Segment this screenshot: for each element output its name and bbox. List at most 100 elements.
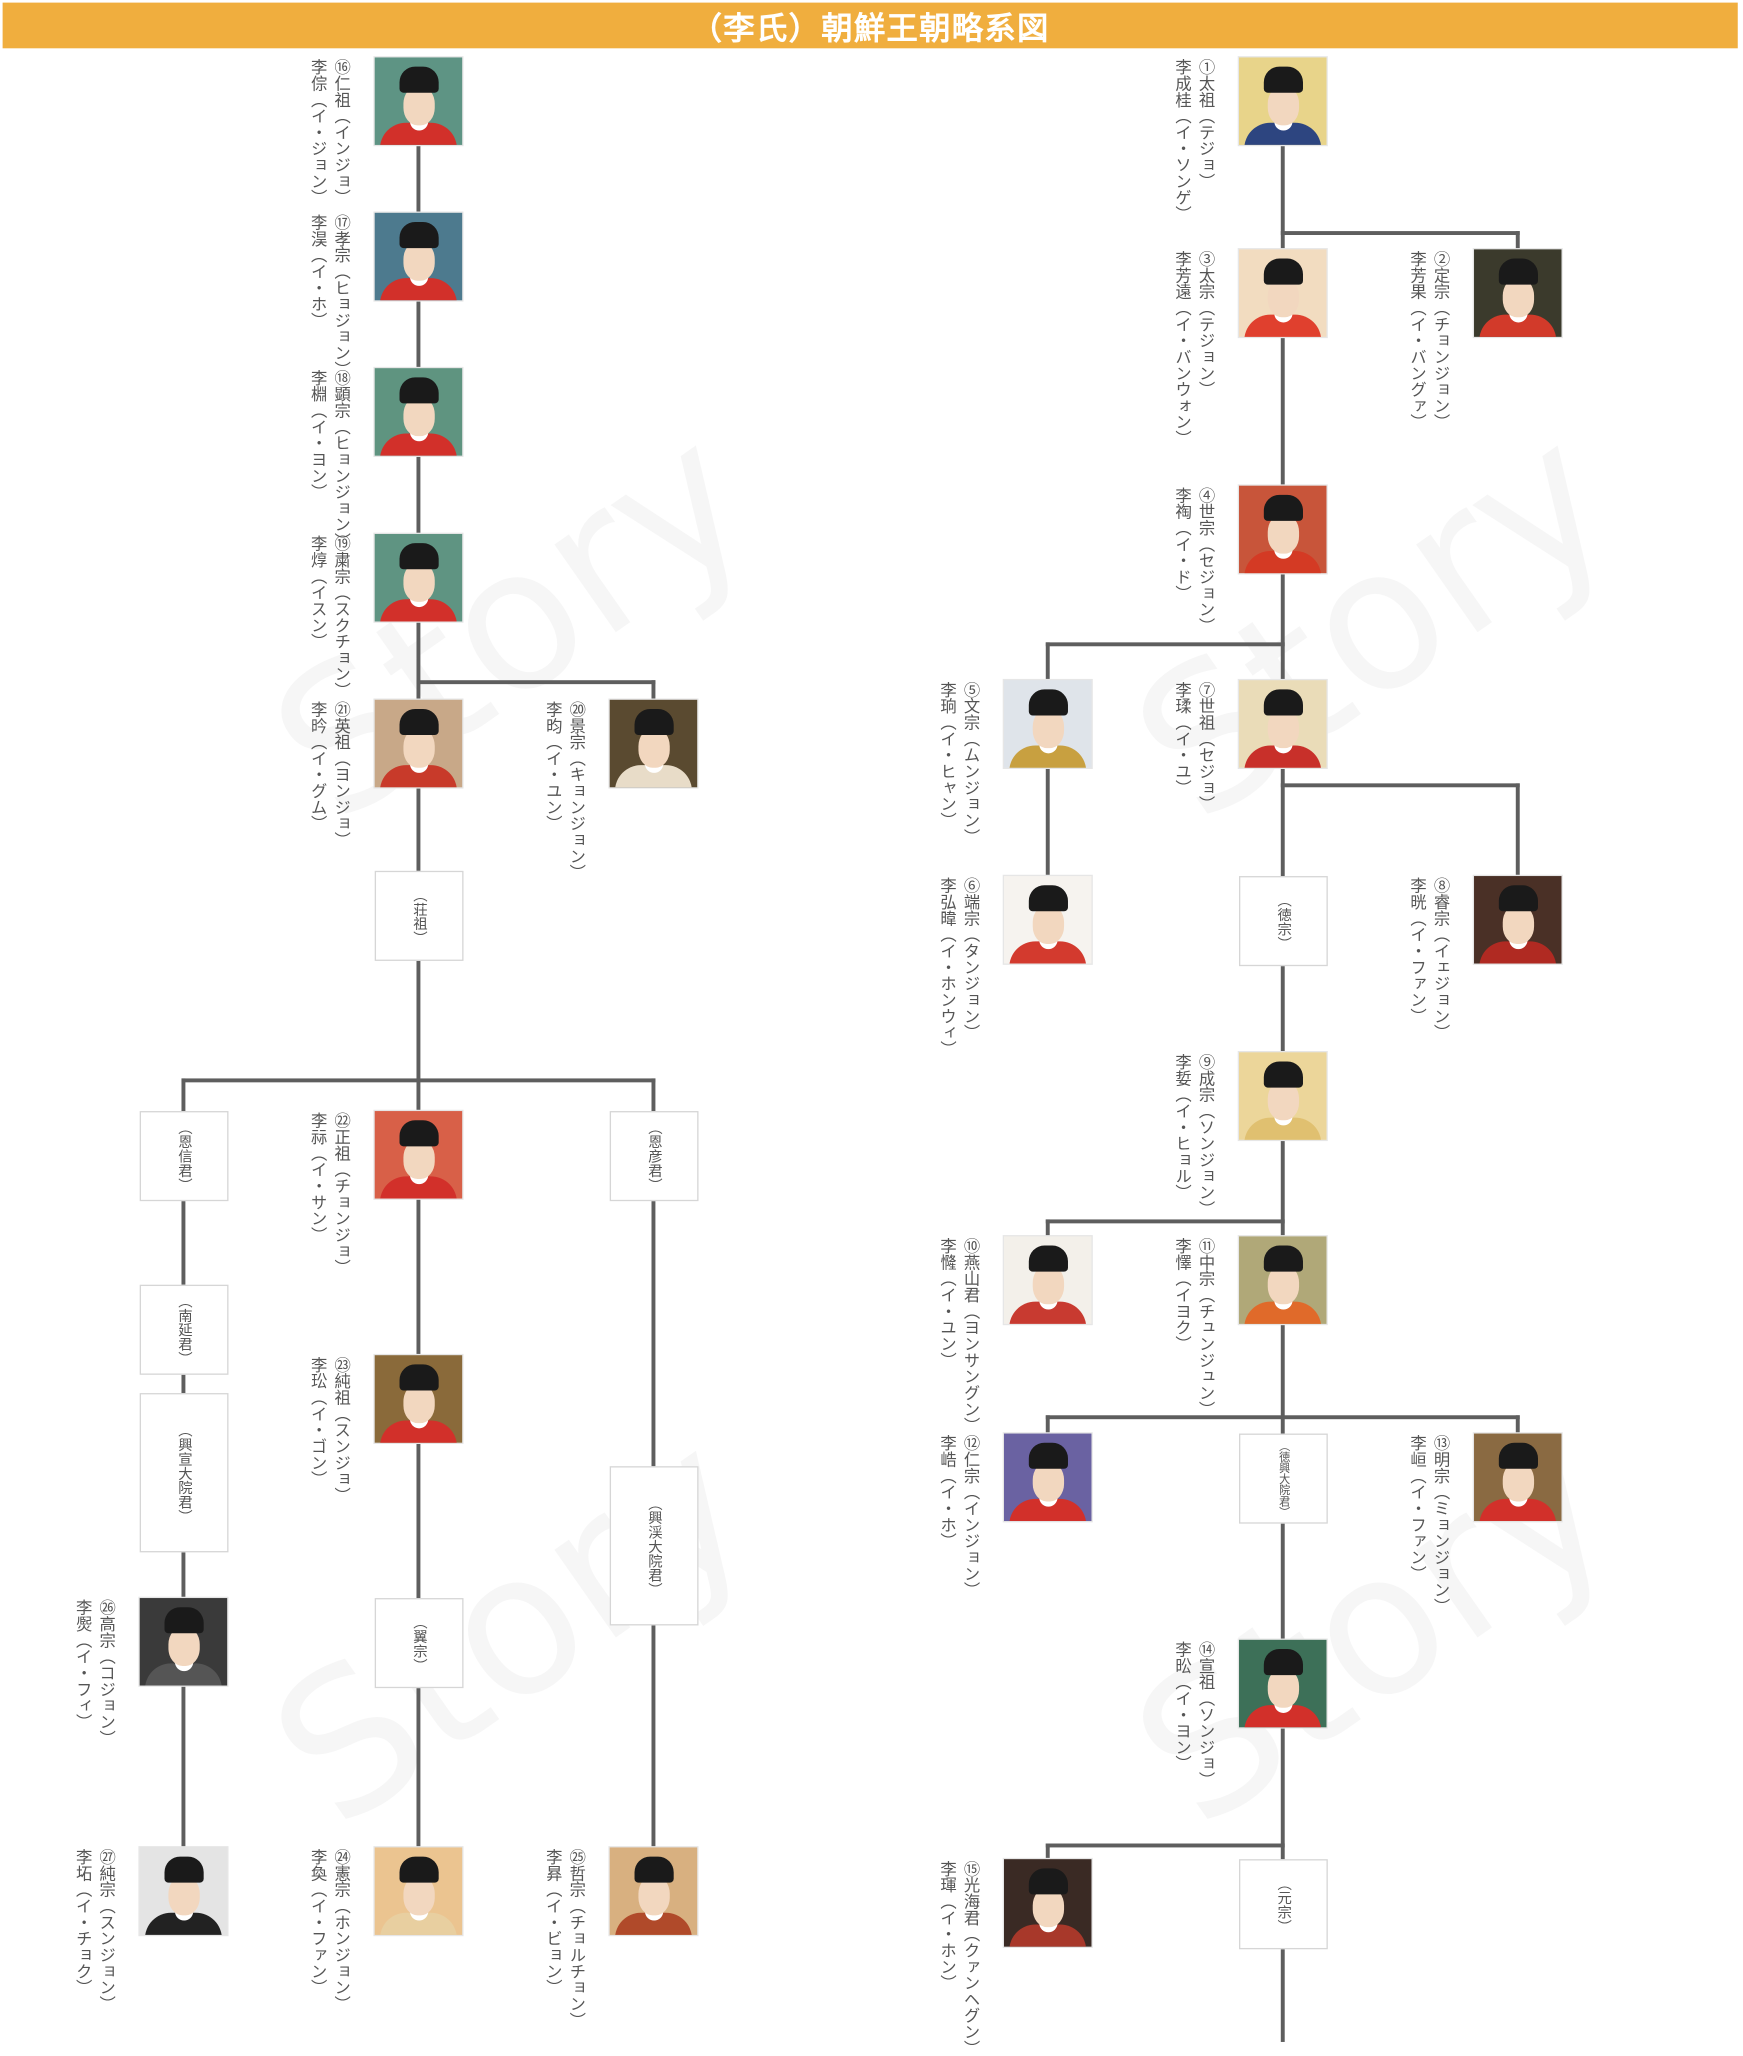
- king-name-label: 李祘（イ・サン）: [308, 1112, 328, 1243]
- king-title-label: ⑲粛宗（スクチョン）: [331, 535, 352, 699]
- king-title-label: ⑤文宗（ムンジョン）: [960, 681, 981, 845]
- king-name-label: 李娎（イ・ヒョル）: [1172, 1053, 1193, 1201]
- portrait-image: [1004, 680, 1092, 768]
- king-name-label: 李成桂（イ・ソンゲ）: [1172, 58, 1193, 222]
- ancestor-box: （徳興大院君）: [1239, 1433, 1328, 1524]
- ancestor-label: （南延君）: [176, 1293, 194, 1366]
- portrait-image: [1239, 1236, 1327, 1324]
- ancestor-label: （興渓大院君）: [646, 1495, 664, 1597]
- king-name-label: 李奐（イ・ファン）: [308, 1848, 328, 1996]
- king-name-label: 李祹（イ・ド）: [1172, 486, 1193, 602]
- king-title-label: ③太宗（テジョン）: [1195, 250, 1216, 398]
- king-name-label: 李晄（イ・ファン）: [1407, 877, 1428, 1025]
- king-title-label: ㉗純宗（スンジョン）: [96, 1848, 117, 2012]
- portrait-image: [139, 1847, 228, 1935]
- portrait-image: [1239, 249, 1327, 337]
- king-name-label: 李倧（イ・ジョン）: [308, 58, 328, 206]
- portrait-image: [374, 699, 463, 788]
- portrait-image: [1474, 876, 1562, 964]
- king-title-label: ㉓純祖（スンジョ）: [331, 1356, 352, 1504]
- portrait-image: [374, 1355, 463, 1443]
- king-title-label: ⑰孝宗（ヒョジョン）: [331, 214, 352, 378]
- portrait-image: [1474, 249, 1562, 337]
- ancestor-box: （翼宗）: [374, 1598, 464, 1689]
- king-title-label: ⑥端宗（タンジョン）: [960, 877, 981, 1041]
- king-name-label: 李珦（イ・ヒャン）: [937, 681, 958, 829]
- header-bar: （李氏）朝鮮王朝略系図: [2, 2, 1738, 49]
- king-title-label: ④世宗（セジョン）: [1195, 486, 1216, 634]
- king-title-label: ⑱顕宗（ヒョンジョン）: [331, 369, 352, 550]
- portrait-image: [1239, 1639, 1327, 1728]
- ancestor-box: （興渓大院君）: [609, 1466, 699, 1626]
- king-title-label: ⑳景宗（キョンジョン）: [566, 701, 587, 881]
- connector-line: [415, 679, 655, 684]
- portrait-image: [374, 1111, 463, 1199]
- page-title: （李氏）朝鮮王朝略系図: [690, 9, 1050, 48]
- king-name-label: 李棩（イ・ヨン）: [308, 369, 328, 501]
- king-title-label: ⑦世祖（セジョ）: [1195, 681, 1216, 813]
- king-title-label: ⑪中宗（チュンジュン）: [1195, 1237, 1216, 1418]
- ancestor-box: （興宣大院君）: [139, 1393, 229, 1553]
- king-name-label: 李㦕（イ・ユン）: [937, 1237, 958, 1369]
- portrait-image: [1004, 1859, 1092, 1947]
- ancestor-label: （荘祖）: [411, 887, 429, 945]
- connector-line: [1515, 782, 1520, 879]
- king-title-label: ⑬明宗（ミョンジョン）: [1430, 1434, 1451, 1615]
- portrait-image: [609, 1847, 698, 1935]
- king-name-label: 李弘暐（イ・ホンウィ）: [937, 877, 958, 1057]
- connector-line: [1515, 230, 1520, 252]
- ancestor-label: （興宣大院君）: [176, 1422, 194, 1523]
- king-name-label: 李昑（イ・グム）: [308, 701, 328, 832]
- king-name-label: 李芳果（イ・バングァ）: [1407, 250, 1428, 431]
- king-name-label: 李芳遠（イ・バンウォン）: [1172, 250, 1193, 447]
- king-title-label: ⑭宣祖（ソンジョ）: [1195, 1641, 1216, 1789]
- ancestor-box: （元宗）: [1239, 1859, 1328, 1950]
- king-name-label: 李昀（イ・ユン）: [543, 701, 563, 832]
- connector-line: [415, 142, 420, 1850]
- king-title-label: ㉖高宗（コジョン）: [96, 1599, 117, 1747]
- king-name-label: 李㷩（イ・フィ）: [73, 1599, 93, 1730]
- king-title-label: ⑫仁宗（インジョン）: [960, 1434, 981, 1599]
- king-title-label: ⑩燕山君（ヨンサングン）: [960, 1237, 981, 1434]
- connector-line: [1280, 230, 1520, 235]
- ancestor-label: （恩彦君）: [646, 1120, 664, 1193]
- connector-line: [1280, 782, 1520, 787]
- king-name-label: 李昪（イ・ビョン）: [543, 1848, 563, 1996]
- king-name-label: 李玜（イ・ゴン）: [308, 1356, 328, 1488]
- portrait-image: [1239, 485, 1327, 574]
- ancestor-label: （恩信君）: [176, 1120, 194, 1193]
- king-title-label: ①太祖（テジョ）: [1195, 58, 1216, 190]
- portrait-image: [1004, 876, 1092, 964]
- ancestor-box: （徳宗）: [1239, 876, 1328, 967]
- watermark: Story: [1097, 1387, 1651, 1870]
- ancestor-label: （元宗）: [1275, 1875, 1293, 1933]
- portrait-image: [374, 533, 463, 622]
- ancestor-box: （南延君）: [139, 1284, 229, 1375]
- portrait-image: [374, 368, 463, 456]
- connector-line: [180, 1077, 655, 1082]
- king-title-label: ⑨成宗（ソンジョン）: [1195, 1053, 1216, 1217]
- ancestor-label: （徳興大院君）: [1276, 1439, 1290, 1518]
- portrait-image: [609, 699, 698, 788]
- king-title-label: ⑧睿宗（イェジョン）: [1430, 877, 1451, 1041]
- portrait-image: [374, 57, 463, 145]
- king-name-label: 李焞（イスン）: [308, 535, 328, 650]
- portrait-image: [1239, 57, 1327, 145]
- connector-line: [1045, 1414, 1520, 1419]
- king-name-label: 李峘（イ・ファン）: [1407, 1434, 1428, 1582]
- king-title-label: ⑮光海君（クァンヘグン）: [960, 1860, 981, 2056]
- portrait-image: [139, 1598, 228, 1686]
- king-name-label: 李昖（イ・ヨン）: [1172, 1641, 1193, 1772]
- king-name-label: 李懌（イヨク）: [1172, 1237, 1193, 1352]
- connector-line: [650, 1077, 655, 1850]
- connector-line: [1045, 641, 1285, 646]
- king-name-label: 李瑈（イ・ユ）: [1172, 681, 1193, 796]
- king-name-label: 李琿（イ・ホン）: [937, 1860, 958, 1992]
- king-name-label: 李坧（イ・チョク）: [73, 1848, 93, 1996]
- portrait-image: [1004, 1433, 1092, 1522]
- connector-line: [1045, 1842, 1285, 1847]
- king-title-label: ㉒正祖（チョンジョ）: [331, 1112, 352, 1276]
- portrait-image: [1239, 680, 1327, 768]
- ancestor-box: （恩彦君）: [609, 1111, 699, 1202]
